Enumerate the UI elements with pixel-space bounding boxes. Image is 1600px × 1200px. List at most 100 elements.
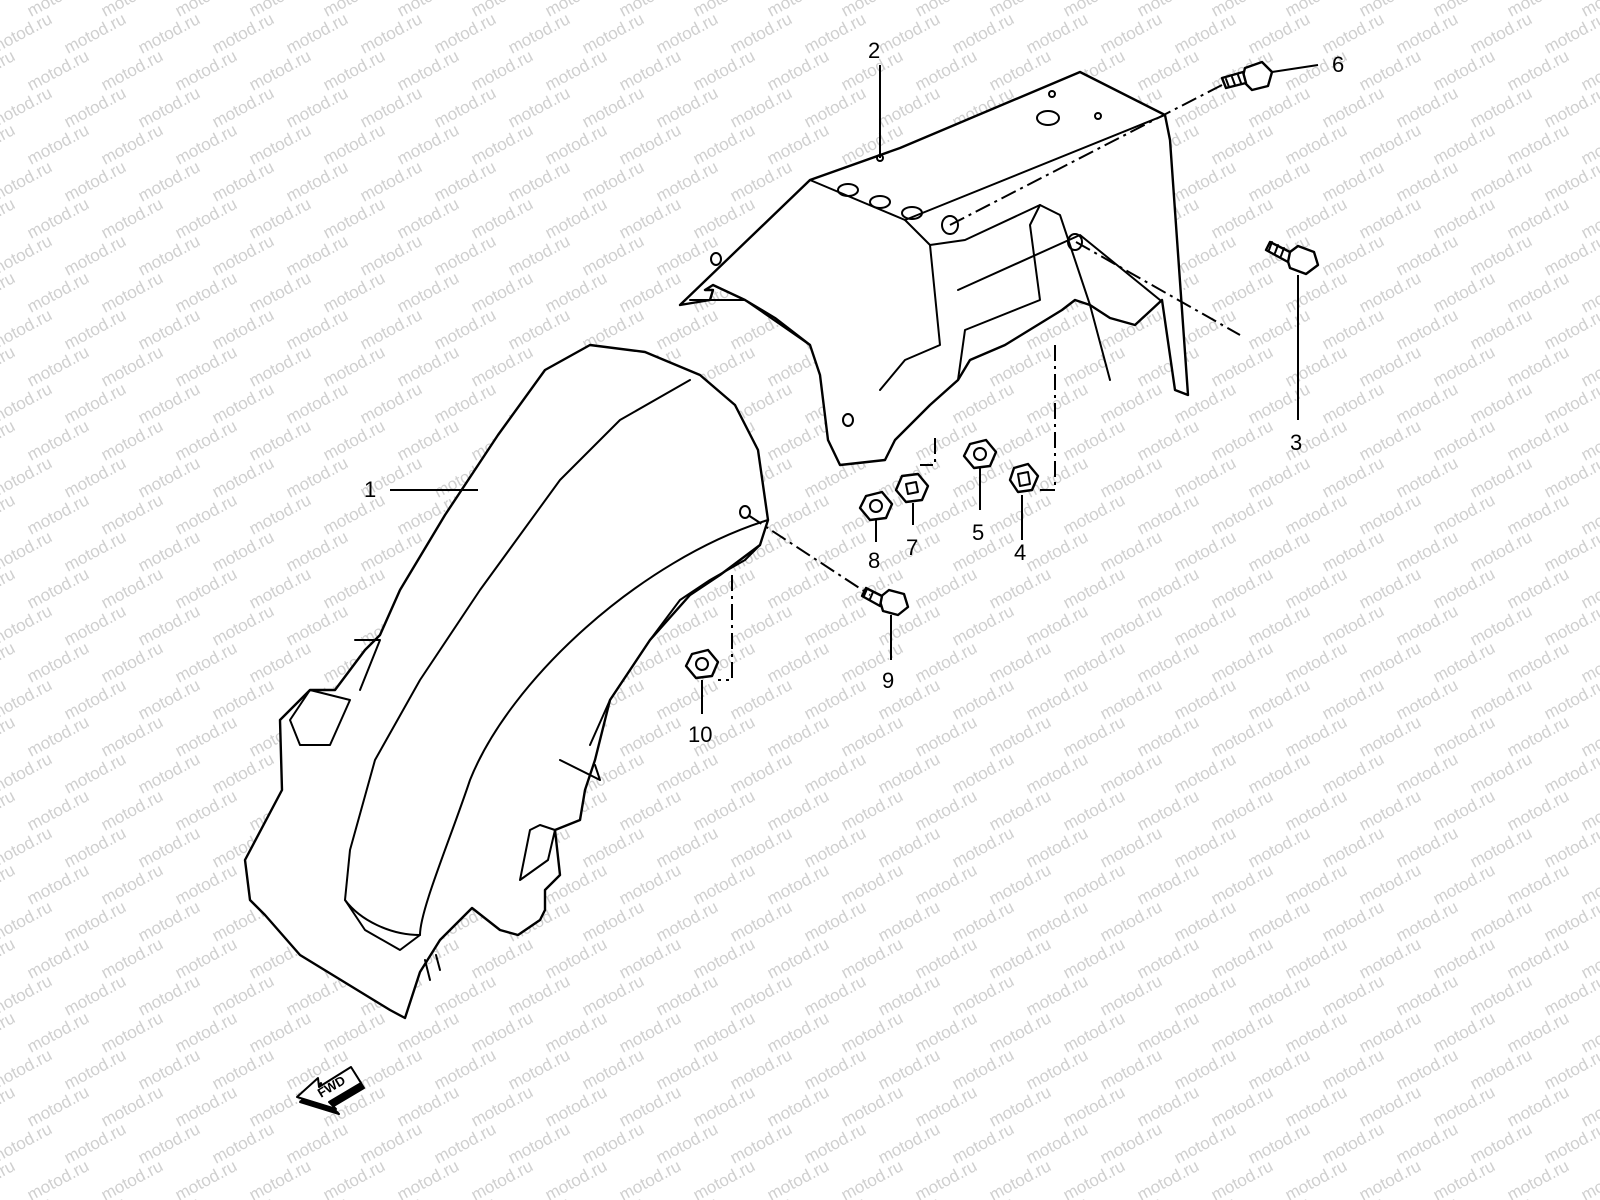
watermark-text: motod.ru [320, 1156, 388, 1200]
watermark-text: motod.ru [394, 1156, 462, 1200]
nut-4[interactable] [1008, 462, 1040, 494]
watermark-text: motod.ru [1208, 638, 1276, 686]
watermark-text: motod.ru [1504, 490, 1572, 538]
fender-bracket[interactable] [678, 70, 1190, 467]
watermark-text: motod.ru [505, 157, 573, 205]
watermark-text: motod.ru [431, 1119, 499, 1167]
watermark-text: motod.ru [1430, 342, 1498, 390]
watermark-text: motod.ru [1319, 9, 1387, 57]
watermark-text: motod.ru [1134, 416, 1202, 464]
watermark-text: motod.ru [172, 564, 240, 612]
watermark-text: motod.ru [875, 1119, 943, 1167]
nut-5[interactable] [962, 438, 998, 470]
watermark-text: motod.ru [283, 9, 351, 57]
watermark-text: motod.ru [875, 9, 943, 57]
watermark-text: motod.ru [1356, 46, 1424, 94]
watermark-text: motod.ru [690, 194, 758, 242]
watermark-text: motod.ru [1430, 1082, 1498, 1130]
watermark-text: motod.ru [0, 860, 18, 908]
watermark-text: motod.ru [801, 1119, 869, 1167]
watermark-text: motod.ru [246, 638, 314, 686]
watermark-text: motod.ru [1393, 231, 1461, 279]
watermark-text: motod.ru [986, 1082, 1054, 1130]
watermark-text: motod.ru [690, 120, 758, 168]
watermark-text: motod.ru [875, 1045, 943, 1093]
watermark-text: motod.ru [1504, 564, 1572, 612]
nut-8[interactable] [858, 490, 894, 522]
watermark-text: motod.ru [653, 1193, 721, 1200]
watermark-text: motod.ru [1319, 601, 1387, 649]
watermark-text: motod.ru [0, 268, 18, 316]
watermark-text: motod.ru [1208, 194, 1276, 242]
watermark-text: motod.ru [653, 305, 721, 353]
watermark-text: motod.ru [1319, 379, 1387, 427]
watermark-text: motod.ru [542, 1156, 610, 1200]
watermark-text: motod.ru [283, 379, 351, 427]
watermark-text: motod.ru [246, 194, 314, 242]
watermark-text: motod.ru [505, 9, 573, 57]
watermark-text: motod.ru [1060, 564, 1128, 612]
watermark-text: motod.ru [1541, 9, 1600, 57]
watermark-text: motod.ru [1319, 231, 1387, 279]
watermark-text: motod.ru [986, 490, 1054, 538]
watermark-text: motod.ru [24, 1156, 92, 1200]
watermark-text: motod.ru [320, 342, 388, 390]
watermark-text: motod.ru [0, 120, 18, 168]
watermark-text: motod.ru [1356, 342, 1424, 390]
watermark-text: motod.ru [1356, 934, 1424, 982]
watermark-text: motod.ru [1097, 675, 1165, 723]
watermark-text: motod.ru [172, 786, 240, 834]
watermark-text: motod.ru [1171, 453, 1239, 501]
watermark-text: motod.ru [1356, 786, 1424, 834]
watermark-text: motod.ru [1097, 897, 1165, 945]
watermark-text: motod.ru [1023, 379, 1091, 427]
watermark-text: motod.ru [542, 1008, 610, 1056]
watermark-text: motod.ru [1097, 453, 1165, 501]
bolt-3[interactable] [1264, 240, 1320, 276]
watermark-text: motod.ru [283, 527, 351, 575]
watermark-text: motod.ru [1134, 564, 1202, 612]
rear-fender[interactable] [243, 343, 770, 1020]
watermark-text: motod.ru [283, 83, 351, 131]
bolt-6[interactable] [1220, 60, 1274, 92]
watermark-text: motod.ru [431, 157, 499, 205]
watermark-text: motod.ru [616, 1008, 684, 1056]
watermark-text: motod.ru [1245, 823, 1313, 871]
nut-7[interactable] [894, 472, 930, 504]
watermark-text: motod.ru [1356, 712, 1424, 760]
watermark-text: motod.ru [1134, 786, 1202, 834]
watermark-text: motod.ru [542, 934, 610, 982]
watermark-text: motod.ru [61, 157, 129, 205]
watermark-text: motod.ru [1393, 1193, 1461, 1200]
watermark-text: motod.ru [61, 897, 129, 945]
watermark-text: motod.ru [1282, 490, 1350, 538]
watermark-text: motod.ru [505, 1119, 573, 1167]
watermark-text: motod.ru [1171, 1119, 1239, 1167]
watermark-text: motod.ru [431, 9, 499, 57]
watermark-text: motod.ru [1467, 527, 1535, 575]
watermark-text: motod.ru [468, 268, 536, 316]
watermark-text: motod.ru [394, 342, 462, 390]
watermark-text: motod.ru [1541, 675, 1600, 723]
watermark-text: motod.ru [394, 120, 462, 168]
watermark-text: motod.ru [579, 1119, 647, 1167]
nut-10[interactable] [684, 648, 720, 680]
watermark-text: motod.ru [172, 712, 240, 760]
bolt-9[interactable] [860, 586, 910, 617]
watermark-text: motod.ru [0, 490, 18, 538]
watermark-text: motod.ru [98, 342, 166, 390]
watermark-text: motod.ru [1356, 1156, 1424, 1200]
watermark-text: motod.ru [1430, 786, 1498, 834]
watermark-text: motod.ru [1060, 1082, 1128, 1130]
watermark-text: motod.ru [1541, 305, 1600, 353]
watermark-text: motod.ru [1467, 83, 1535, 131]
watermark-text: motod.ru [727, 1119, 795, 1167]
watermark-text: motod.ru [135, 453, 203, 501]
watermark-text: motod.ru [1504, 120, 1572, 168]
watermark-text: motod.ru [1319, 675, 1387, 723]
watermark-text: motod.ru [61, 527, 129, 575]
watermark-text: motod.ru [1356, 120, 1424, 168]
watermark-text: motod.ru [949, 675, 1017, 723]
watermark-text: motod.ru [986, 564, 1054, 612]
watermark-text: motod.ru [61, 9, 129, 57]
